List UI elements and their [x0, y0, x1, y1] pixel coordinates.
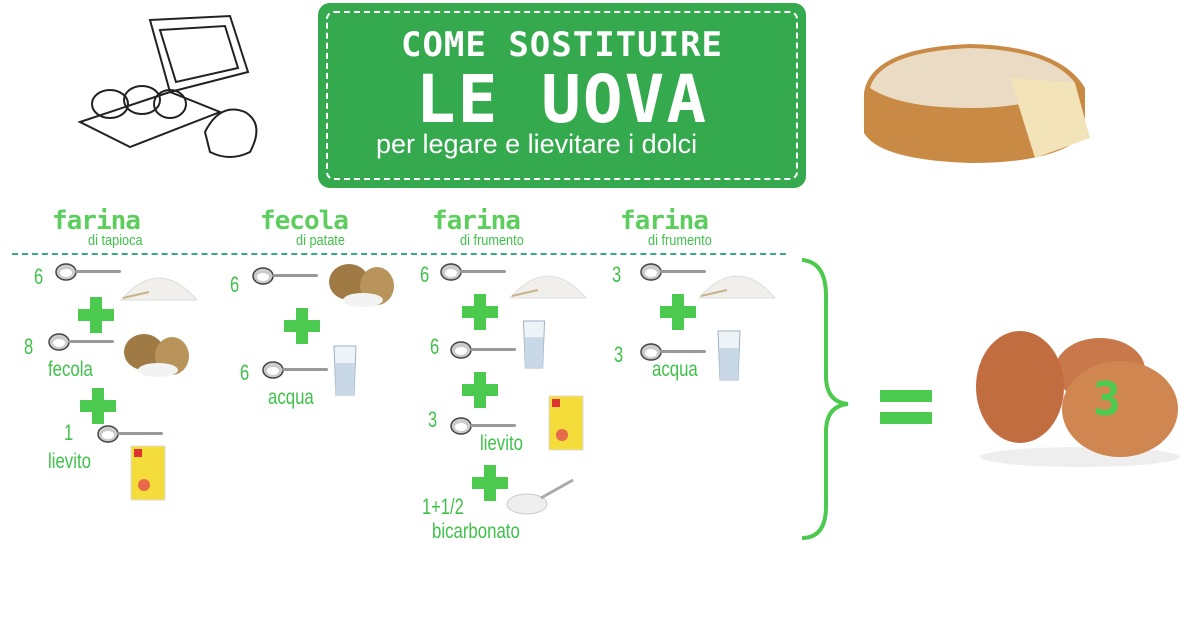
ingredient-label: bicarbonato: [432, 520, 520, 543]
column-3-heading: farina: [432, 206, 521, 236]
qty: 3: [612, 262, 622, 287]
spoon-icon: [252, 266, 318, 286]
ingredient-label: lievito: [480, 432, 523, 455]
qty: 8: [24, 334, 34, 359]
qty: 6: [230, 272, 240, 297]
flour-icon: [697, 260, 777, 300]
title-line-1: COME SOSTITUIRE: [400, 25, 724, 65]
ingredient-label: acqua: [652, 358, 698, 381]
plus-icon: [76, 295, 116, 335]
plus-icon: [470, 463, 510, 503]
column-4-subheading: di frumento: [648, 232, 712, 249]
yeast-packet-icon: [130, 445, 166, 501]
plus-icon: [282, 306, 322, 346]
column-1-subheading: di tapioca: [88, 232, 143, 249]
spoon-icon: [97, 424, 163, 444]
spoon-icon: [55, 262, 121, 282]
potato-starch-icon: [325, 262, 397, 308]
column-3-subheading: di frumento: [460, 232, 524, 249]
title-subtitle: per legare e lievitare i dolci: [376, 129, 698, 159]
plus-icon: [78, 386, 118, 426]
column-2-subheading: di patate: [296, 232, 345, 249]
qty: 6: [420, 262, 430, 287]
flour-icon: [118, 262, 200, 302]
column-4-heading: farina: [620, 206, 709, 236]
water-glass-icon: [333, 345, 357, 397]
qty: 1+1/2: [422, 494, 464, 519]
title-banner: COME SOSTITUIRE LE UOVA per legare e lie…: [318, 3, 806, 188]
ingredient-label: lievito: [48, 450, 91, 473]
baking-soda-spoon-icon: [505, 478, 575, 516]
water-glass-icon: [717, 330, 741, 382]
egg-carton-icon: [77, 14, 258, 158]
plus-icon: [460, 292, 500, 332]
qty: 6: [430, 334, 440, 359]
qty: 6: [240, 360, 250, 385]
plus-icon: [460, 370, 500, 410]
divider-line: [12, 253, 786, 255]
yeast-packet-icon: [548, 395, 584, 451]
column-2-heading: fecola: [260, 206, 349, 236]
spoon-icon: [48, 332, 114, 352]
ingredient-label: fecola: [48, 358, 93, 381]
curly-brace-icon: [801, 258, 849, 540]
ingredient-label: acqua: [268, 386, 314, 409]
potato-starch-icon: [120, 332, 192, 378]
flour-icon: [508, 260, 588, 300]
egg-count: 3: [1093, 372, 1121, 426]
column-1-heading: farina: [52, 206, 141, 236]
spoon-icon: [262, 360, 328, 380]
plus-icon: [658, 292, 698, 332]
spoon-icon: [450, 340, 516, 360]
eggs-image: [976, 331, 1180, 467]
equals-icon: [880, 390, 932, 424]
spoon-icon: [440, 262, 506, 282]
cake-image: [864, 44, 1090, 163]
qty: 3: [614, 342, 624, 367]
qty: 6: [34, 264, 44, 289]
qty: 3: [428, 407, 438, 432]
qty: 1: [64, 420, 74, 445]
water-glass-icon: [522, 320, 546, 370]
title-line-2: LE UOVA: [415, 61, 709, 138]
